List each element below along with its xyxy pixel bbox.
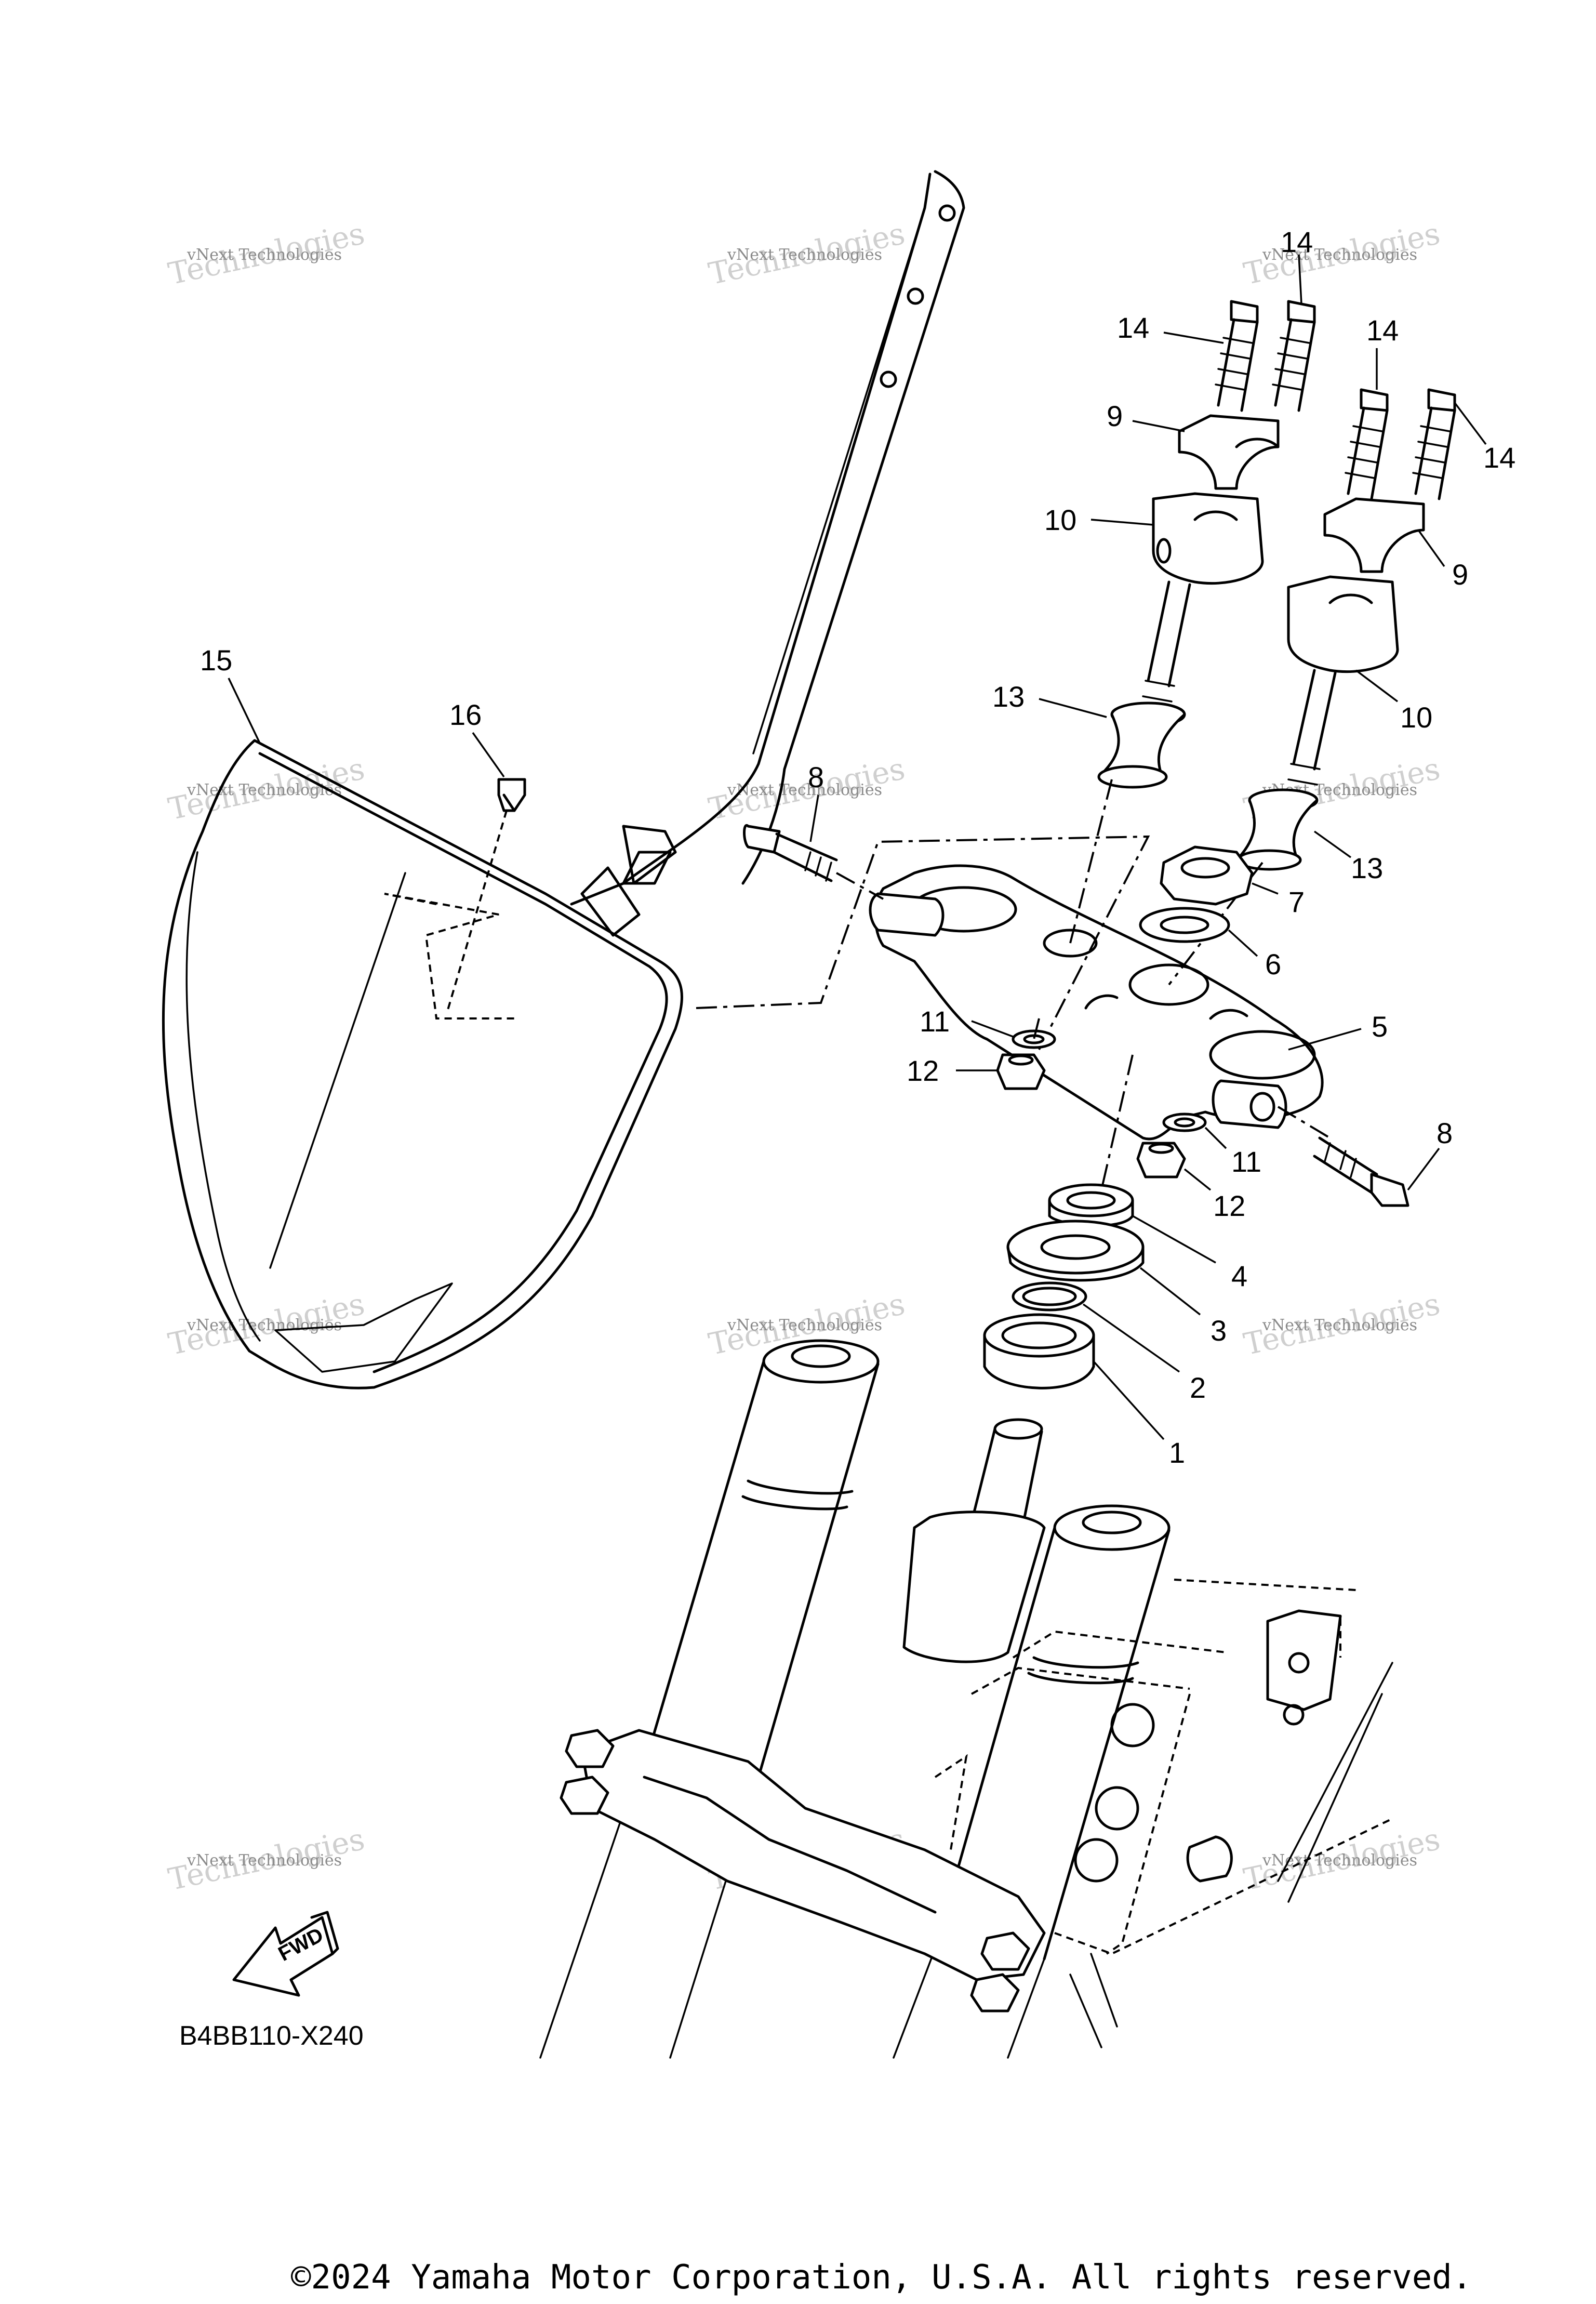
damper-13-right [1236,788,1319,871]
svg-text:vNext Technologies: vNext Technologies [1262,246,1417,264]
callout-2: 2 [1082,1303,1206,1404]
watermark: Technologies vNext Technologies [706,751,908,827]
svg-text:14: 14 [1281,226,1313,258]
lower-assembly [539,1339,1393,2059]
callout-12-left: 12 [907,1054,998,1087]
watermark: Technologies vNext Technologies [706,216,908,292]
svg-text:9: 9 [1107,400,1123,432]
nut-12-left [996,1053,1046,1090]
svg-text:1: 1 [1169,1436,1185,1469]
fwd-arrow: FWD [232,1911,339,1997]
washer-11-left [1012,1029,1056,1049]
nut-7 [1160,845,1254,906]
svg-text:vNext Technologies: vNext Technologies [727,246,882,264]
callout-10-left: 10 [1044,504,1154,536]
svg-text:vNext Technologies: vNext Technologies [187,246,342,264]
seal-2 [1012,1281,1087,1312]
watermark: Technologies vNext Technologies [1241,216,1443,292]
callout-7: 7 [1252,882,1305,918]
callout-5: 5 [1288,1010,1388,1051]
callout-14-c: 14 [1366,314,1399,390]
callout-8-right: 8 [1407,1117,1453,1191]
callout-14-d: 14 [1454,402,1515,474]
callout-15: 15 [200,644,261,744]
svg-text:vNext Technologies: vNext Technologies [1262,1316,1417,1334]
svg-text:15: 15 [200,644,232,677]
callout-6: 6 [1228,929,1281,981]
watermark: Technologies vNext Technologies [165,751,368,827]
svg-text:10: 10 [1400,701,1432,734]
svg-text:12: 12 [1213,1189,1245,1222]
washer-6 [1139,907,1230,943]
bolt-8-left [743,824,884,900]
nut-12-right [1136,1142,1186,1179]
ring-nut-4 [1048,1183,1134,1227]
callout-13-left: 13 [992,680,1107,718]
upper-bracket [869,864,1324,1141]
svg-text:3: 3 [1211,1314,1227,1347]
damper-13-left [1097,701,1186,789]
bolt-8-right [1277,1106,1409,1207]
callout-10-right: 10 [1355,669,1432,734]
svg-text:7: 7 [1288,885,1305,918]
svg-text:vNext Technologies: vNext Technologies [187,1851,342,1870]
svg-text:13: 13 [1351,852,1383,884]
callout-16: 16 [449,698,505,778]
svg-text:16: 16 [449,698,482,731]
svg-text:14: 14 [1117,311,1149,344]
svg-text:vNext Technologies: vNext Technologies [727,781,882,799]
svg-text:11: 11 [920,1005,950,1038]
bolt-16 [446,778,526,1014]
callout-1: 1 [1093,1360,1185,1469]
copyright-notice: ©2024 Yamaha Motor Corporation, U.S.A. A… [291,2258,1472,2297]
diagram-code: B4BB110-X240 [179,2021,364,2051]
svg-text:6: 6 [1265,948,1281,981]
handlebar-holder-right [1287,388,1456,786]
svg-text:10: 10 [1044,504,1076,536]
handlebar-holder-left [1140,300,1316,717]
svg-text:14: 14 [1483,441,1515,474]
bolt-14-a [1215,300,1259,412]
svg-text:11: 11 [1231,1145,1261,1178]
washer-11-right [1162,1113,1207,1132]
callout-9-right: 9 [1417,529,1468,591]
callout-8-left: 8 [808,761,824,842]
callout-4: 4 [1132,1215,1247,1292]
watermark: Technologies vNext Technologies [165,216,368,292]
callout-11-left: 11 [920,1005,1014,1038]
callout-11-right: 11 [1204,1127,1261,1178]
callout-12-right: 12 [1183,1168,1245,1222]
watermark: Technologies vNext Technologies [165,1821,368,1897]
watermark: Technologies vNext Technologies [165,1286,368,1362]
watermark: Technologies vNext Technologies [1241,1821,1443,1897]
callout-14-b: 14 [1281,226,1313,304]
callout-3: 3 [1139,1267,1227,1347]
svg-text:vNext Technologies: vNext Technologies [187,1316,342,1334]
svg-text:8: 8 [808,761,824,793]
callout-14-a: 14 [1117,311,1224,344]
bearing-1 [983,1313,1095,1389]
watermark: Technologies vNext Technologies [1241,1286,1443,1362]
svg-text:2: 2 [1190,1371,1206,1404]
svg-text:vNext Technologies: vNext Technologies [727,1316,882,1334]
svg-text:5: 5 [1372,1010,1388,1043]
svg-text:13: 13 [992,680,1025,713]
svg-text:12: 12 [907,1054,939,1087]
svg-text:8: 8 [1437,1117,1453,1149]
bolt-14-c [1345,388,1389,500]
cover-3 [1006,1220,1145,1282]
callout-13-right: 13 [1313,830,1383,884]
bolt-14-b [1272,300,1316,412]
svg-text:14: 14 [1366,314,1399,347]
svg-text:9: 9 [1452,558,1468,591]
number-plate [162,170,965,1389]
callouts: 1 2 3 4 5 6 7 [200,226,1515,1469]
callout-9-left: 9 [1107,400,1185,432]
bolt-14-d [1412,388,1456,500]
svg-text:4: 4 [1231,1260,1247,1292]
reference-box [696,835,1150,1050]
